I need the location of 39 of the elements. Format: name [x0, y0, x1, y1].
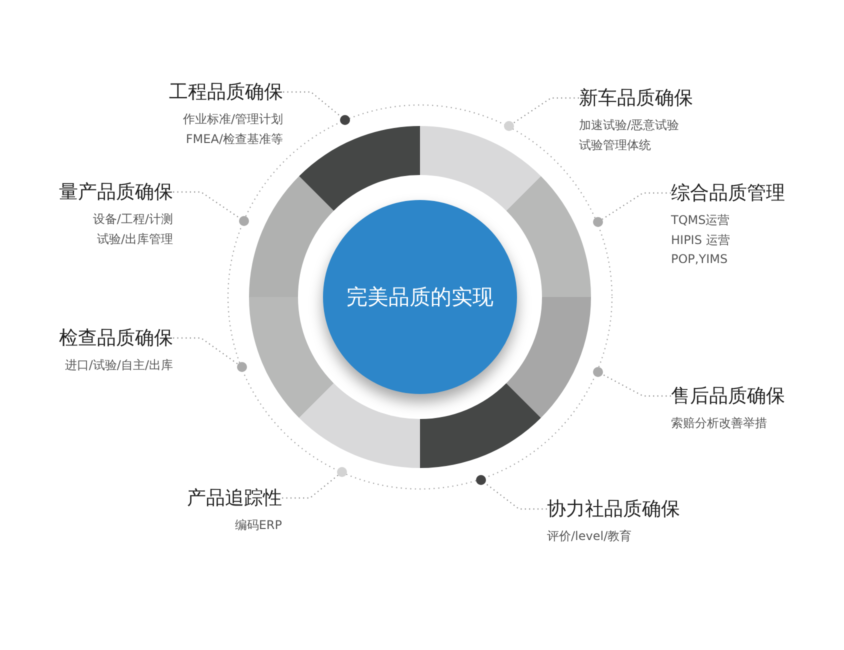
leader-line — [484, 482, 547, 510]
item-text: 评价/level/教育 — [547, 528, 633, 545]
connector-dot — [504, 121, 514, 131]
leader-line — [283, 91, 342, 118]
item-text: 试验/出库管理 — [96, 230, 173, 248]
leader-line — [602, 374, 671, 397]
item-text: 作业标准/管理计划 — [182, 111, 283, 128]
leader-line — [173, 337, 238, 365]
category-heading: 综合品质管理 — [671, 181, 785, 205]
leader-line — [602, 192, 671, 220]
item-text: 加速试验/恶意试验 — [579, 117, 680, 134]
item-text: 索赔分析改善举措 — [671, 415, 768, 432]
leader-line — [173, 191, 240, 219]
connector-dot — [476, 475, 486, 485]
item-text: 设备/工程/计测 — [92, 211, 173, 228]
connector-dot — [337, 467, 347, 477]
leader-line — [282, 474, 338, 499]
category-heading: 新车品质确保 — [579, 86, 693, 110]
category-heading: 工程品质确保 — [169, 80, 283, 104]
category-heading: 售后品质确保 — [671, 384, 785, 408]
item-text: 试验管理体统 — [579, 136, 652, 154]
item-text: 编码ERP — [234, 517, 282, 534]
item-text: POP,YIMS — [671, 251, 729, 268]
category-heading: 检查品质确保 — [59, 326, 173, 350]
category-heading: 产品追踪性 — [187, 486, 282, 510]
category-heading: 量产品质确保 — [59, 180, 173, 204]
item-text: FMEA/检查基准等 — [184, 130, 283, 148]
category-heading: 协力社品质确保 — [547, 497, 680, 521]
connector-dot — [239, 216, 249, 226]
item-text: 进口/试验/自主/出库 — [64, 357, 173, 374]
item-text: HIPIS 运营 — [671, 232, 731, 248]
item-text: TQMS运营 — [671, 212, 731, 229]
connector-dot — [593, 367, 603, 377]
connector-dot — [237, 362, 247, 372]
connector-dot — [340, 115, 350, 125]
center-circle — [323, 200, 517, 394]
leader-line — [512, 97, 579, 124]
connector-dot — [593, 217, 603, 227]
center-title: 完美品质的实现 — [346, 284, 494, 311]
